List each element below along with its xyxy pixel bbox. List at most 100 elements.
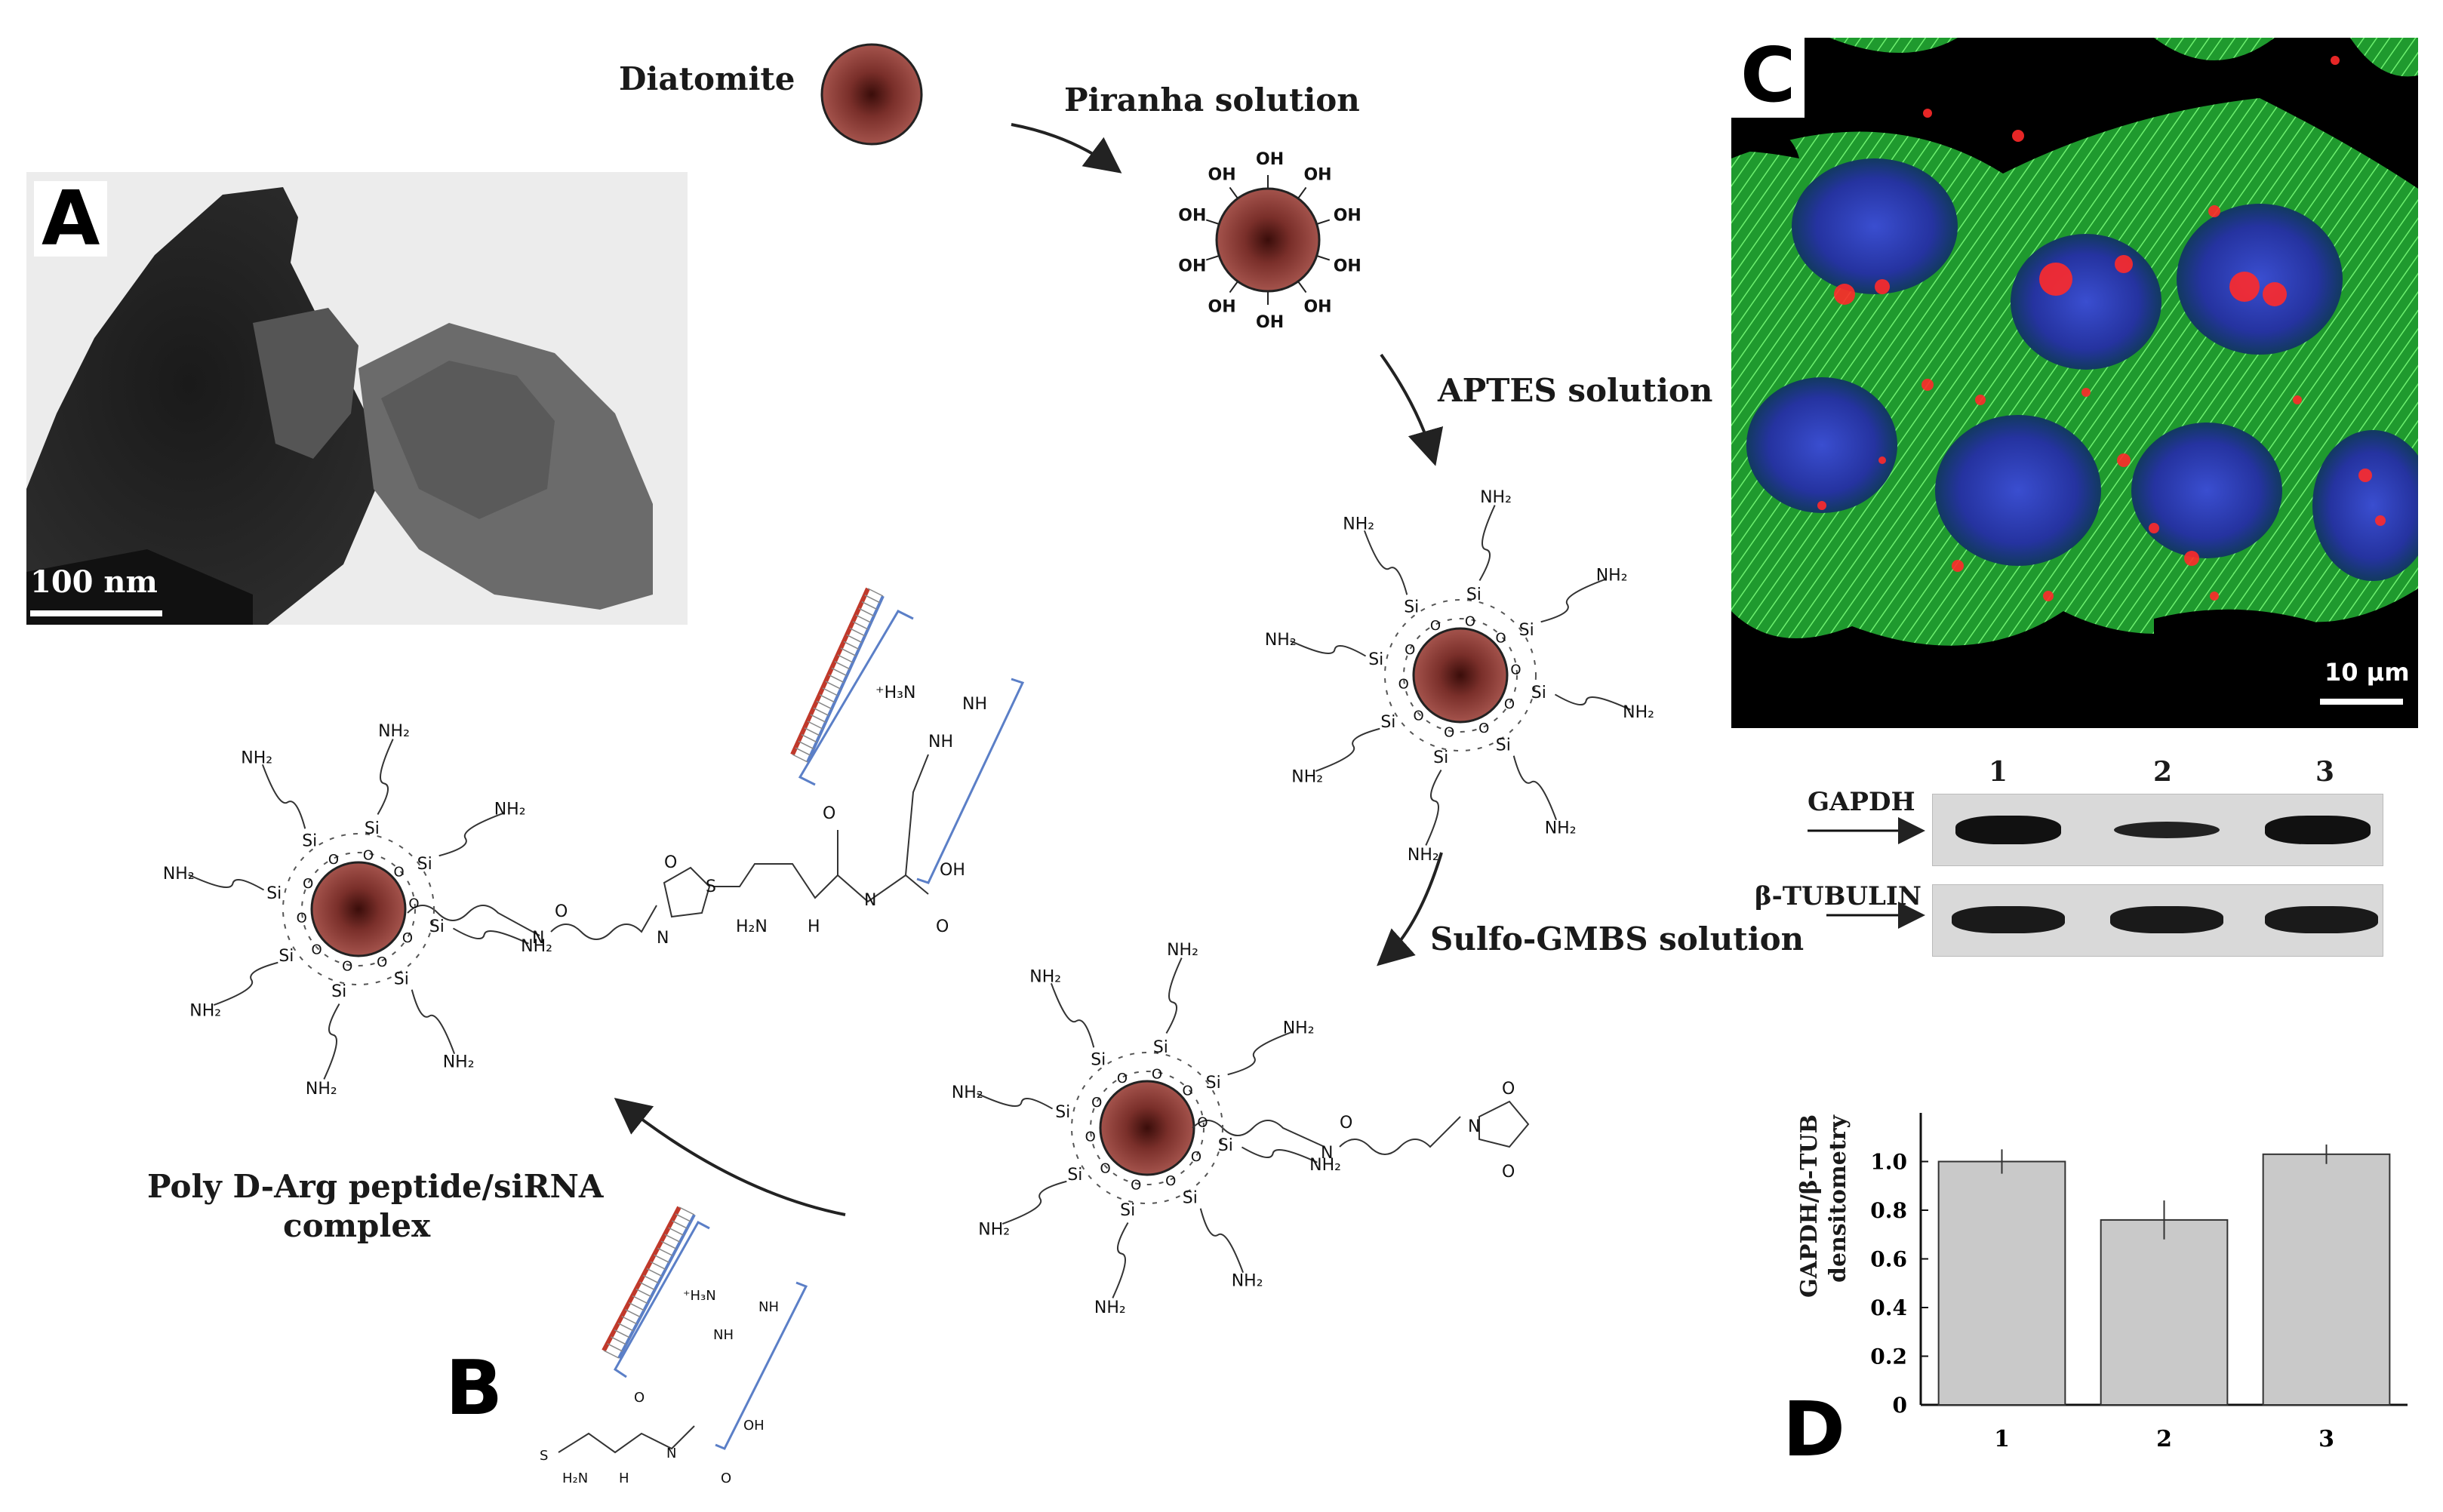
svg-text:NH: NH (962, 695, 987, 714)
oxygen-atom: O (408, 896, 419, 911)
confocal-image (1731, 38, 2418, 728)
svg-text:O: O (823, 804, 835, 823)
amine-label: NH₂ (163, 865, 195, 884)
svg-text:N: N (1468, 1117, 1480, 1136)
band-tubulin-1 (1952, 906, 2065, 933)
amine-label: NH₂ (1408, 846, 1439, 865)
amine-label: NH₂ (521, 937, 552, 956)
band-gapdh-1 (1955, 816, 2061, 844)
y-tick-label: 1.0 (1870, 1150, 1907, 1175)
amine-label: NH₂ (1291, 768, 1323, 787)
silicon-atom: Si (1091, 1050, 1106, 1069)
svg-text:O: O (1340, 1114, 1352, 1132)
svg-text:N: N (1321, 1144, 1333, 1163)
svg-text:H₂N: H₂N (736, 917, 768, 936)
label-peptide-line1: Poly D-Arg peptide/siRNA (147, 1168, 604, 1205)
silicon-atom: Si (1055, 1103, 1070, 1122)
amine-label: NH₂ (443, 1053, 475, 1072)
svg-text:NH: NH (928, 733, 953, 751)
red-fluorescence-dot (1921, 379, 1934, 391)
hydroxyl-label: OH (1208, 166, 1236, 185)
red-fluorescence-dot (2375, 515, 2386, 526)
silicon-atom: Si (417, 855, 432, 874)
red-fluorescence-dot (1952, 560, 1964, 572)
svg-text:O: O (664, 853, 677, 872)
diatomite-particle (820, 43, 923, 146)
red-fluorescence-dot (1834, 284, 1855, 305)
y-tick-label: 0.2 (1870, 1345, 1907, 1369)
oxygen-atom: O (363, 847, 374, 863)
red-fluorescence-dot (2229, 272, 2260, 302)
amine-label: NH₂ (1283, 1019, 1315, 1037)
oxygen-atom: O (1165, 1173, 1176, 1189)
oxygen-atom: O (1091, 1095, 1102, 1111)
silicon-atom: Si (1404, 598, 1419, 616)
svg-text:O: O (555, 902, 568, 921)
arrow-peptide (614, 1098, 846, 1216)
red-fluorescence-dot (1817, 501, 1826, 510)
amine-label: NH₂ (978, 1221, 1010, 1240)
oxygen-atom: O (1398, 677, 1409, 693)
svg-text:H: H (808, 917, 820, 936)
red-fluorescence-dot (2081, 388, 2091, 397)
amine-label: NH₂ (1232, 1272, 1263, 1291)
y-tick-label: 0 (1893, 1393, 1907, 1418)
oxygen-atom: O (1510, 662, 1521, 678)
hydroxyl-label: OH (1303, 297, 1331, 316)
svg-text:S: S (706, 877, 716, 896)
svg-text:H₂N: H₂N (562, 1471, 588, 1486)
oxygen-atom: O (1085, 1129, 1096, 1145)
blot-lane-3: 3 (2315, 756, 2335, 788)
silicon-atom: Si (1433, 748, 1448, 767)
red-fluorescence-dot (2331, 56, 2340, 65)
silicon-atom: Si (429, 917, 445, 936)
oxygen-atom: O (328, 852, 339, 868)
svg-text:O: O (634, 1390, 645, 1406)
silicon-atom: Si (1496, 736, 1511, 755)
svg-text:N: N (864, 891, 876, 910)
oxygen-atom: O (394, 865, 405, 880)
oxygen-atom: O (297, 911, 307, 927)
chart-ylabel-line2: densitometry (1825, 1115, 1851, 1283)
amine-label: NH₂ (1545, 819, 1577, 838)
oxygen-atom: O (1496, 631, 1506, 647)
bar (1937, 1160, 2066, 1406)
blot-strip-gapdh (1932, 794, 2383, 866)
hydroxyl-label: OH (1256, 150, 1284, 169)
red-fluorescence-dot (2184, 551, 2199, 566)
amine-label: NH₂ (952, 1083, 983, 1102)
hydroxyl-label: OH (1334, 257, 1361, 275)
oxygen-atom: O (1152, 1066, 1162, 1082)
svg-text:S: S (540, 1448, 548, 1464)
oxygen-atom: O (1444, 725, 1454, 741)
red-fluorescence-dot (2358, 469, 2372, 482)
silicon-atom: Si (1218, 1136, 1233, 1155)
svg-text:OH: OH (940, 861, 965, 880)
panel-label-a: A (34, 181, 108, 257)
panel-label-c: C (1731, 38, 1805, 118)
red-fluorescence-dot (1923, 109, 1932, 118)
panel-label-d: D (1783, 1385, 1846, 1474)
band-tubulin-3 (2265, 906, 2378, 933)
red-fluorescence-dot (2117, 453, 2131, 467)
red-fluorescence-dot (2149, 523, 2159, 533)
hydroxyl-label: OH (1178, 207, 1206, 226)
oxygen-atom: O (1191, 1149, 1202, 1165)
red-fluorescence-dot (2039, 263, 2072, 296)
svg-text:OH: OH (743, 1418, 765, 1434)
amine-label: NH₂ (1094, 1298, 1126, 1317)
confocal-scale-label: 10 μm (2325, 658, 2410, 687)
scale-bar-label: 100 nm (30, 564, 158, 600)
silicon-atom: Si (278, 947, 294, 966)
red-fluorescence-dot (2210, 592, 2219, 601)
blot-lane-1: 1 (1989, 756, 2008, 788)
amine-label: NH₂ (1167, 941, 1198, 960)
svg-text:⁺H₃N: ⁺H₃N (683, 1288, 716, 1304)
chart-ylabel-line1: GAPDH/β-TUB (1796, 1114, 1823, 1298)
svg-text:O: O (721, 1471, 731, 1486)
oxygen-atom: O (1100, 1160, 1110, 1176)
